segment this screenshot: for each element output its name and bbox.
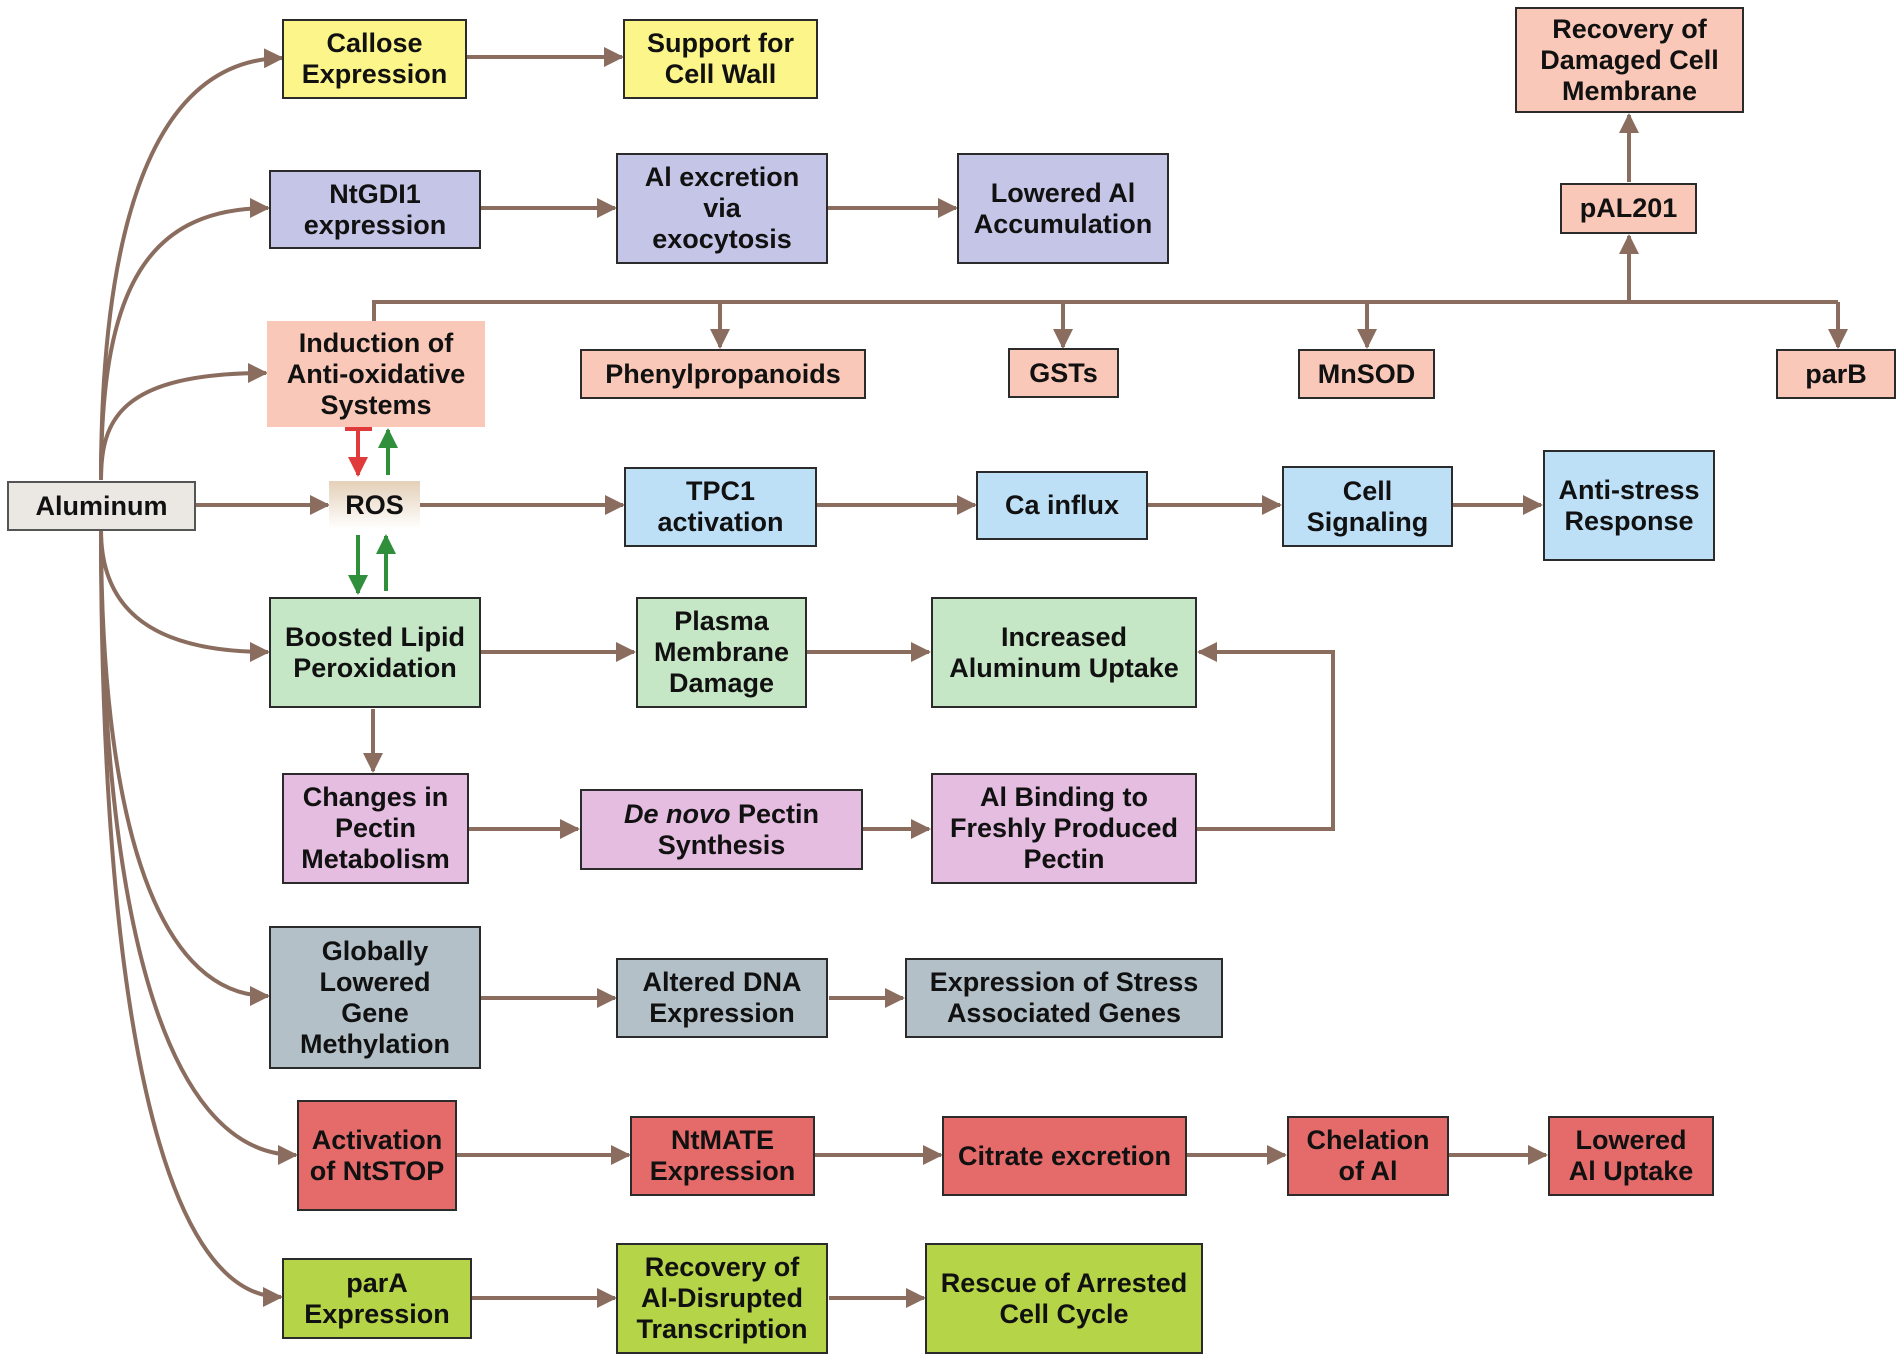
node-activation-ntstop: Activation of NtSTOP	[297, 1100, 457, 1211]
node-altered-dna-expression: Altered DNA Expression	[616, 958, 828, 1038]
edge-antioxidative-bar	[372, 300, 1838, 321]
node-ros: ROS	[329, 481, 420, 529]
de-novo-text: De novo Pectin Synthesis	[623, 798, 820, 860]
node-lowered-al-accumulation: Lowered Al Accumulation	[957, 153, 1169, 264]
node-mnsod: MnSOD	[1298, 349, 1435, 399]
node-membrane-damage: Plasma Membrane Damage	[636, 597, 807, 708]
node-citrate-excretion: Citrate excretion	[942, 1116, 1187, 1196]
edge-aluminum-antioxidative	[99, 363, 268, 481]
node-recovery-membrane: Recovery of Damaged Cell Membrane	[1515, 7, 1744, 113]
edge-aluminum-ntstop	[99, 529, 298, 1165]
edge-aluminum-para	[99, 529, 283, 1307]
edge-aluminum-callose	[99, 48, 284, 481]
node-rescue-cell-cycle: Rescue of Arrested Cell Cycle	[925, 1243, 1203, 1354]
edge-aluminum-lipid	[99, 529, 270, 662]
node-anti-stress-response: Anti-stress Response	[1543, 450, 1715, 561]
edge-aluminum-methylation	[99, 529, 270, 1006]
node-ntgdi1-expression: NtGDI1 expression	[269, 170, 481, 249]
node-gsts: GSTs	[1008, 348, 1119, 398]
node-al-excretion: Al excretion via exocytosis	[616, 153, 828, 264]
node-callose-expression: Callose Expression	[282, 19, 467, 99]
node-recovery-transcription: Recovery of Al-Disrupted Transcription	[616, 1243, 828, 1354]
node-phenylpropanoids: Phenylpropanoids	[580, 349, 866, 399]
edge-aluminum-ntgdi1	[99, 198, 270, 481]
node-cell-signaling: Cell Signaling	[1282, 466, 1453, 547]
node-chelation-of-al: Chelation of Al	[1287, 1116, 1449, 1196]
node-parb: parB	[1776, 349, 1896, 399]
node-aluminum: Aluminum	[7, 481, 196, 531]
node-lipid-peroxidation: Boosted Lipid Peroxidation	[269, 597, 481, 708]
node-support-cell-wall: Support for Cell Wall	[623, 19, 818, 99]
node-tpc1-activation: TPC1 activation	[624, 467, 817, 547]
node-increased-aluminum-uptake: Increased Aluminum Uptake	[931, 597, 1197, 708]
node-pal201: pAL201	[1560, 183, 1697, 234]
node-de-novo-pectin: De novo Pectin Synthesis	[580, 789, 863, 870]
node-lowered-al-uptake: Lowered Al Uptake	[1548, 1116, 1714, 1196]
node-para-expression: parA Expression	[282, 1258, 472, 1339]
node-ntmate-expression: NtMATE Expression	[630, 1116, 815, 1196]
node-stress-associated-genes: Expression of Stress Associated Genes	[905, 958, 1223, 1038]
node-induction-antioxidative: Induction of Anti-oxidative Systems	[267, 321, 485, 427]
edge-albinding-uptake	[1197, 642, 1335, 831]
node-al-binding-pectin: Al Binding to Freshly Produced Pectin	[931, 773, 1197, 884]
node-lowered-methylation: Globally Lowered Gene Methylation	[269, 926, 481, 1069]
node-pectin-metabolism: Changes in Pectin Metabolism	[282, 773, 469, 884]
node-ca-influx: Ca influx	[976, 471, 1148, 540]
